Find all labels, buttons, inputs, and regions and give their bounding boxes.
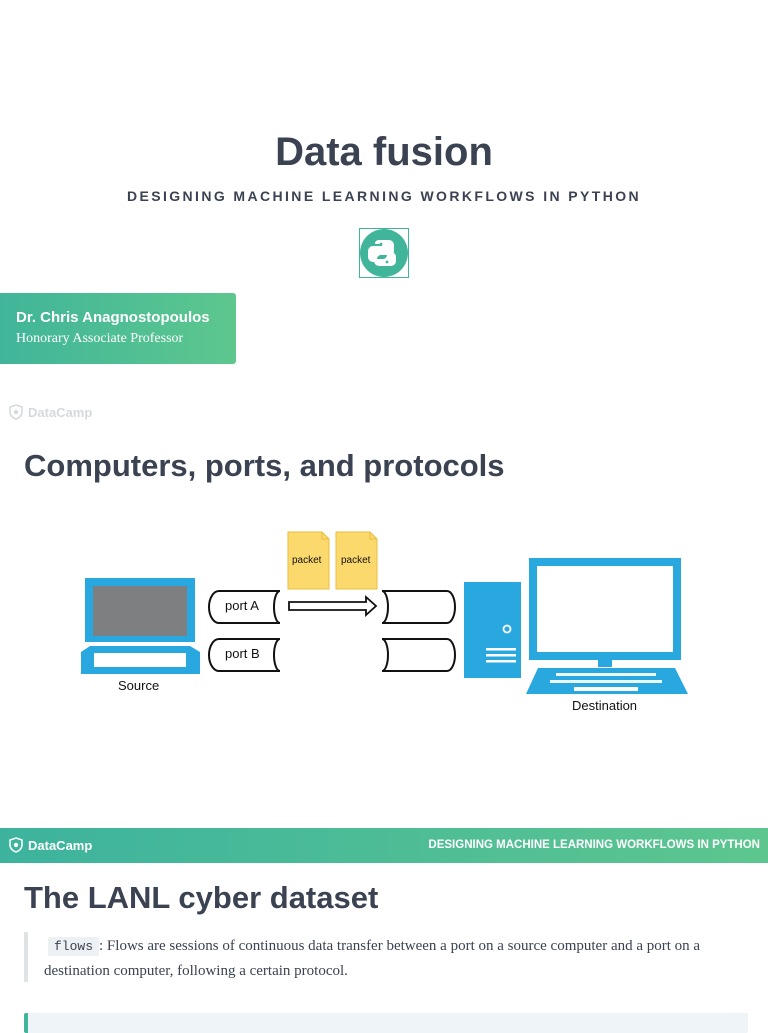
course-name: DESIGNING MACHINE LEARNING WORKFLOWS IN … [428, 839, 760, 851]
packet-label-1: packet [292, 555, 322, 566]
definition-body: : Flows are sessions of continuous data … [44, 938, 701, 979]
datacamp-logo: DataCamp [8, 837, 92, 853]
packet-file-icon [335, 531, 378, 590]
monitor-icon [529, 558, 681, 667]
datacamp-shield-icon [9, 837, 23, 853]
laptop-icon [81, 578, 200, 674]
keyboard-icon [526, 668, 688, 694]
port-b-pipe [208, 638, 281, 672]
code-block [24, 1013, 748, 1033]
author-name: Dr. Chris Anagnostopoulos [16, 309, 210, 326]
source-label: Source [118, 678, 159, 693]
network-diagram: Source port A port B packet packet [81, 531, 688, 713]
slide-title-lanl-dataset: The LANL cyber dataset [24, 880, 379, 915]
packet-file-icon [287, 531, 330, 590]
destination-port-b-pipe [381, 638, 456, 672]
slide-title-computers-ports: Computers, ports, and protocols [24, 448, 505, 483]
transfer-arrow-icon [288, 594, 378, 618]
author-role: Honorary Associate Professor [16, 331, 184, 346]
packet-label-2: packet [341, 555, 371, 566]
port-b-label: port B [225, 646, 260, 661]
inline-code-flows: flows [48, 937, 100, 956]
destination-port-a-pipe [381, 590, 456, 624]
datacamp-watermark-label: DataCamp [28, 404, 93, 420]
course-subtitle: DESIGNING MACHINE LEARNING WORKFLOWS IN … [126, 188, 642, 204]
port-a-pipe [208, 590, 281, 624]
course-header-bar: DataCamp DESIGNING MACHINE LEARNING WORK… [0, 828, 768, 863]
slide-title-data-fusion: Data fusion [275, 130, 493, 174]
computer-tower-icon [464, 582, 521, 678]
definition-text: flows: Flows are sessions of continuous … [44, 934, 744, 983]
destination-label: Destination [572, 698, 637, 713]
datacamp-shield-icon [9, 404, 23, 420]
datacamp-logo-label: DataCamp [28, 837, 93, 853]
port-a-label: port A [225, 598, 259, 613]
python-logo-icon [359, 228, 409, 278]
author-box: Dr. Chris Anagnostopoulos Honorary Assoc… [0, 293, 236, 364]
datacamp-watermark: DataCamp [8, 404, 92, 420]
definition-blockquote: flows: Flows are sessions of continuous … [24, 932, 748, 982]
